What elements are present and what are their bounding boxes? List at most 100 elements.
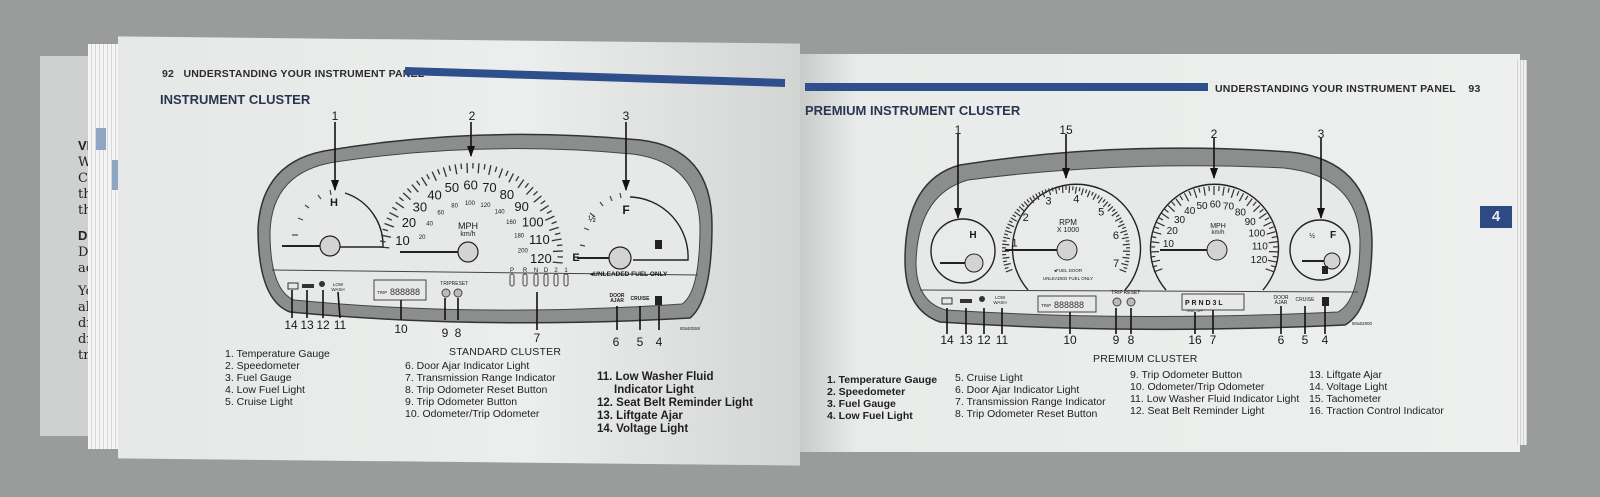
legend-item: 9. Trip Odometer Button xyxy=(405,396,518,408)
premium-speedometer-label: 110 xyxy=(1252,242,1268,253)
reset-button[interactable] xyxy=(453,288,463,298)
temperature-ticks xyxy=(292,189,332,236)
tachometer-label: 3 xyxy=(1045,196,1051,208)
premium-door-ajar-label: AJAR xyxy=(1275,300,1288,306)
seat-belt-icon xyxy=(319,281,325,287)
premium-speedometer-tick xyxy=(1164,208,1169,213)
premium-speedometer-tick xyxy=(1198,187,1201,193)
tachometer-hub xyxy=(1056,239,1078,261)
premium-unleaded-note: UNLEADED FUEL ONLY xyxy=(1043,276,1093,281)
speedometer-label: 110 xyxy=(529,232,550,247)
fuel-gauge-arc xyxy=(629,196,689,261)
speedometer-tick xyxy=(442,167,447,177)
liftgate-ajar-icon xyxy=(302,284,314,288)
speedometer-tick xyxy=(539,205,549,212)
trac-off-label: TRAC OFF xyxy=(1186,309,1204,313)
tachometer-tick xyxy=(1003,262,1011,266)
premium-speedometer-tick xyxy=(1193,189,1198,198)
premium-speedometer-tick xyxy=(1270,265,1276,268)
tachometer-tick xyxy=(1120,229,1128,234)
speedometer-tick xyxy=(389,211,399,218)
tachometer-tick xyxy=(1038,191,1041,196)
previous-page-line: al xyxy=(78,300,90,315)
speedometer-tick xyxy=(460,163,463,170)
right-running-header: UNDERSTANDING YOUR INSTRUMENT PANEL 93 xyxy=(1215,83,1481,95)
legend-item: 1. Temperature Gauge xyxy=(827,374,938,386)
tachometer-tick xyxy=(1004,266,1009,270)
header-rule xyxy=(805,83,1208,91)
callout-number: 16 xyxy=(1188,333,1202,347)
speedometer-tick xyxy=(525,186,534,195)
legend-item: 5. Cruise Light xyxy=(225,396,293,408)
premium-speedometer-tick xyxy=(1183,192,1190,202)
kmh-label: 180 xyxy=(514,233,525,239)
callout-number: 1 xyxy=(332,109,339,123)
speedometer-tick xyxy=(488,165,492,176)
premium-trip-button[interactable] xyxy=(1112,297,1122,307)
callout-number: 8 xyxy=(455,326,462,340)
speedometer-needle-hub xyxy=(457,241,479,263)
speedometer-label: 120 xyxy=(530,251,552,266)
legend-item: 1. Temperature Gauge xyxy=(225,348,330,360)
legend-item: 6. Door Ajar Indicator Light xyxy=(405,360,530,372)
premium-fuel-full: F xyxy=(1330,230,1336,241)
premium-face-divider xyxy=(919,289,1359,293)
tachometer-label: 1 xyxy=(1011,237,1017,249)
premium-speedometer-tick xyxy=(1203,186,1206,196)
legend-item: 2. Speedometer xyxy=(827,386,906,398)
speedometer-tick xyxy=(508,173,515,183)
kmh-label: 80 xyxy=(451,204,458,210)
tachometer-tick xyxy=(1111,211,1118,217)
tachometer-tick xyxy=(1003,236,1011,240)
tachometer-tick xyxy=(1107,203,1111,208)
speedometer-tick xyxy=(556,244,563,247)
speedometer-tick xyxy=(554,232,561,236)
premium-reset-button[interactable] xyxy=(1126,297,1136,307)
tachometer-tick xyxy=(1002,243,1010,246)
premium-speedometer-label: 60 xyxy=(1210,199,1222,210)
tachometer-label: 7 xyxy=(1113,258,1119,270)
speedometer-label: 60 xyxy=(463,177,477,192)
tachometer-tick xyxy=(1041,190,1046,198)
index-tab-marker xyxy=(112,160,122,190)
chapter-tab[interactable]: 4 xyxy=(1480,206,1512,228)
trip-button[interactable] xyxy=(441,288,451,298)
low-wash-label: LOW xyxy=(333,282,344,287)
premium-speedometer-label: 50 xyxy=(1196,201,1208,212)
premium-speedometer-tick xyxy=(1152,265,1158,268)
callout-number: 9 xyxy=(1113,333,1120,347)
tachometer-tick xyxy=(1029,196,1035,204)
premium-odometer-display xyxy=(1037,295,1097,313)
speedometer-tick xyxy=(533,195,542,203)
callout-number: 8 xyxy=(1128,333,1135,347)
premium-speedometer-tick xyxy=(1268,241,1278,244)
speedometer-tick xyxy=(505,170,509,177)
cruise-label: CRUISE xyxy=(631,296,651,302)
running-header-text: UNDERSTANDING YOUR INSTRUMENT PANEL xyxy=(1215,83,1456,95)
premium-speedometer-tick xyxy=(1265,268,1275,273)
premium-speedometer-tick xyxy=(1171,201,1176,206)
speedometer-tick xyxy=(379,246,390,249)
legend-item: 8. Trip Odometer Reset Button xyxy=(955,408,1098,420)
fuel-empty-label: E xyxy=(572,252,579,264)
legend-item: 7. Transmission Range Indicator xyxy=(405,372,556,384)
tachometer-tick xyxy=(1084,189,1088,194)
legend-item: Indicator Light xyxy=(614,384,694,396)
tachometer-tick xyxy=(1021,203,1025,208)
tachometer-tick xyxy=(1119,220,1124,224)
tachometer-tick xyxy=(1051,187,1054,192)
door-ajar-label: AJAR xyxy=(610,298,624,304)
tachometer-tick xyxy=(1102,199,1106,203)
kmh-label: 140 xyxy=(495,210,506,216)
speedometer-label: 70 xyxy=(482,180,496,195)
premium-speedometer-tick xyxy=(1253,204,1261,213)
speedometer-label: 40 xyxy=(427,188,441,203)
speedometer-tick xyxy=(533,190,538,196)
tachometer-tick xyxy=(1048,188,1052,196)
premium-reset-button-label: RESET xyxy=(1124,290,1141,296)
standard-cluster-caption: STANDARD CLUSTER xyxy=(449,346,562,358)
tachometer-tick xyxy=(1010,217,1018,222)
speedometer-tick xyxy=(398,196,404,202)
speedometer-tick xyxy=(395,201,405,209)
premium-speedometer-tick xyxy=(1150,241,1160,244)
